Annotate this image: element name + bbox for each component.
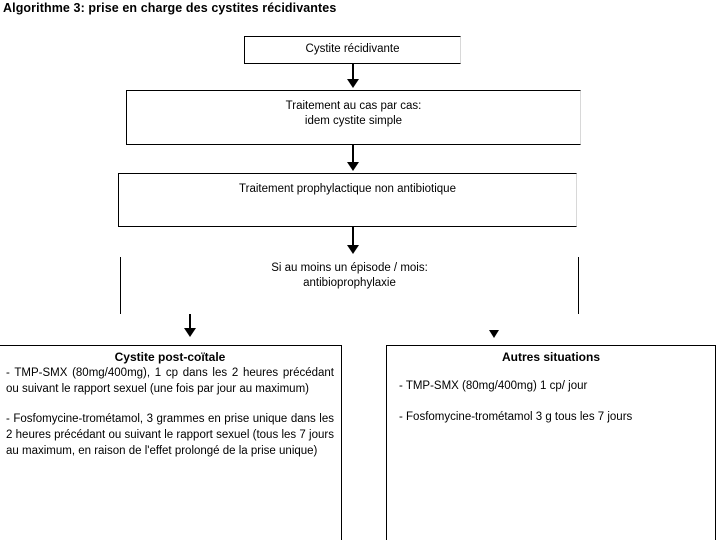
region-antibioprophylaxis-label: Si au moins un épisode / mois: antibiopr… (271, 262, 428, 289)
node-postcoital-heading: Cystite post-coïtale (114, 350, 226, 364)
node-recurrent-cystitis: Cystite récidivante (244, 36, 461, 64)
node-other-situations-body: - TMP-SMX (80mg/400mg) 1 cp/ jour - Fosf… (387, 378, 715, 426)
node-other-situations: Autres situations - TMP-SMX (80mg/400mg)… (386, 345, 716, 540)
node-case-by-case-label: Traitement au cas par cas: idem cystite … (285, 100, 422, 127)
node-non-antibiotic-label: Traitement prophylactique non antibiotiq… (239, 183, 456, 195)
node-case-by-case: Traitement au cas par cas: idem cystite … (126, 90, 581, 145)
arrowhead-down-icon-1 (347, 79, 359, 88)
connector-line-2 (352, 145, 354, 163)
arrowhead-down-icon-2 (347, 162, 359, 171)
node-postcoital-para-2: - Fosfomycine-trométamol, 3 grammes en p… (6, 413, 334, 457)
arrowhead-down-icon-branch-left (184, 328, 196, 337)
node-other-situations-para-1: - TMP-SMX (80mg/400mg) 1 cp/ jour (399, 380, 588, 392)
node-postcoital-para-1: - TMP-SMX (80mg/400mg), 1 cp dans les 2 … (6, 367, 334, 395)
node-other-situations-para-2: - Fosfomycine-trométamol 3 g tous les 7 … (399, 411, 633, 423)
region-rail-left (120, 257, 121, 314)
region-antibioprophylaxis: Si au moins un épisode / mois: antibiopr… (120, 257, 579, 314)
arrowhead-down-icon-branch-right (489, 330, 499, 338)
connector-line-branch-left (189, 314, 191, 335)
node-recurrent-cystitis-label: Cystite récidivante (305, 43, 400, 55)
node-non-antibiotic: Traitement prophylactique non antibiotiq… (118, 173, 577, 227)
node-postcoital-body: - TMP-SMX (80mg/400mg), 1 cp dans les 2 … (0, 365, 341, 459)
connector-line-3 (352, 227, 354, 246)
node-postcoital-cystitis: Cystite post-coïtale - TMP-SMX (80mg/400… (0, 345, 342, 540)
connector-line-1 (352, 64, 354, 80)
region-rail-right (578, 257, 579, 314)
page-title: Algorithme 3: prise en charge des cystit… (3, 1, 337, 15)
node-other-situations-heading: Autres situations (501, 350, 600, 364)
arrowhead-down-icon-3 (347, 245, 359, 254)
